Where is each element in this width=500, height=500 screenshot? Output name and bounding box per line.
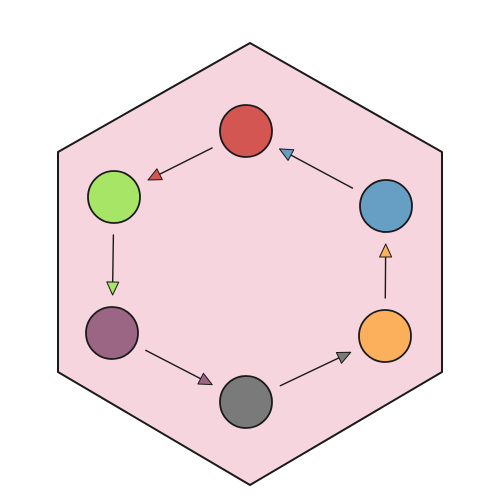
arrowhead — [379, 243, 393, 258]
edge-line — [279, 357, 340, 387]
node-green — [87, 170, 141, 224]
arrowhead — [197, 372, 213, 386]
hexagon-background — [57, 42, 443, 486]
edge-line — [145, 349, 202, 380]
arrowhead — [279, 148, 295, 161]
edge-line — [158, 147, 213, 175]
edge-green-to-purple — [106, 234, 120, 296]
arrowhead — [147, 168, 163, 181]
edge-red-to-green — [147, 147, 213, 181]
edge-purple-to-gray — [145, 349, 213, 386]
node-red — [219, 104, 273, 158]
arrowhead — [335, 351, 352, 364]
edges-layer — [106, 147, 393, 387]
nodes-layer — [85, 104, 413, 429]
edge-blue-to-red — [279, 148, 354, 189]
arrowhead — [106, 281, 120, 296]
node-blue — [359, 179, 413, 233]
node-gray — [219, 375, 273, 429]
node-orange — [358, 309, 412, 363]
edge-orange-to-blue — [379, 243, 393, 299]
node-purple — [85, 306, 139, 360]
edge-line — [290, 154, 354, 189]
edge-line — [111, 234, 115, 283]
edge-gray-to-orange — [279, 351, 352, 387]
